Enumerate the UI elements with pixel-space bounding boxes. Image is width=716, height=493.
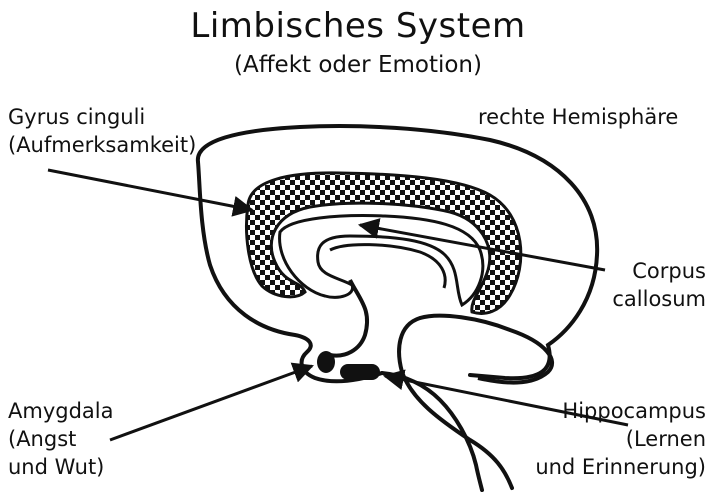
gyrus-cinguli-label: Gyrus cinguli (Aufmerksamkeit) xyxy=(8,103,196,159)
corpus-callosum-label: Corpus callosum xyxy=(612,257,706,313)
hippocampus-label: Hippocampus (Lernen und Erinnerung) xyxy=(535,397,706,481)
arrow-amygdala xyxy=(110,366,312,440)
amygdala-label: Amygdala (Angst und Wut) xyxy=(8,397,113,481)
corpus-callosum-line2: callosum xyxy=(612,285,706,313)
gyrus-cinguli-name: Gyrus cinguli xyxy=(8,103,196,131)
amygdala-shape xyxy=(317,351,335,373)
hemisphere-label: rechte Hemisphäre xyxy=(478,103,678,131)
hippocampus-name: Hippocampus xyxy=(535,397,706,425)
arrow-gyrus-cinguli xyxy=(48,170,252,210)
brainstem-inner-outline xyxy=(382,373,482,490)
amygdala-function-1: (Angst xyxy=(8,425,113,453)
corpus-callosum-line1: Corpus xyxy=(612,257,706,285)
hippocampus-shape xyxy=(340,364,380,380)
amygdala-name: Amygdala xyxy=(8,397,113,425)
hippocampus-function-2: und Erinnerung) xyxy=(535,453,706,481)
brainstem-outline xyxy=(399,318,512,488)
amygdala-function-2: und Wut) xyxy=(8,453,113,481)
hippocampus-function-1: (Lernen xyxy=(535,425,706,453)
gyrus-cinguli-function: (Aufmerksamkeit) xyxy=(8,131,196,159)
cerebellum-outline xyxy=(420,316,552,383)
